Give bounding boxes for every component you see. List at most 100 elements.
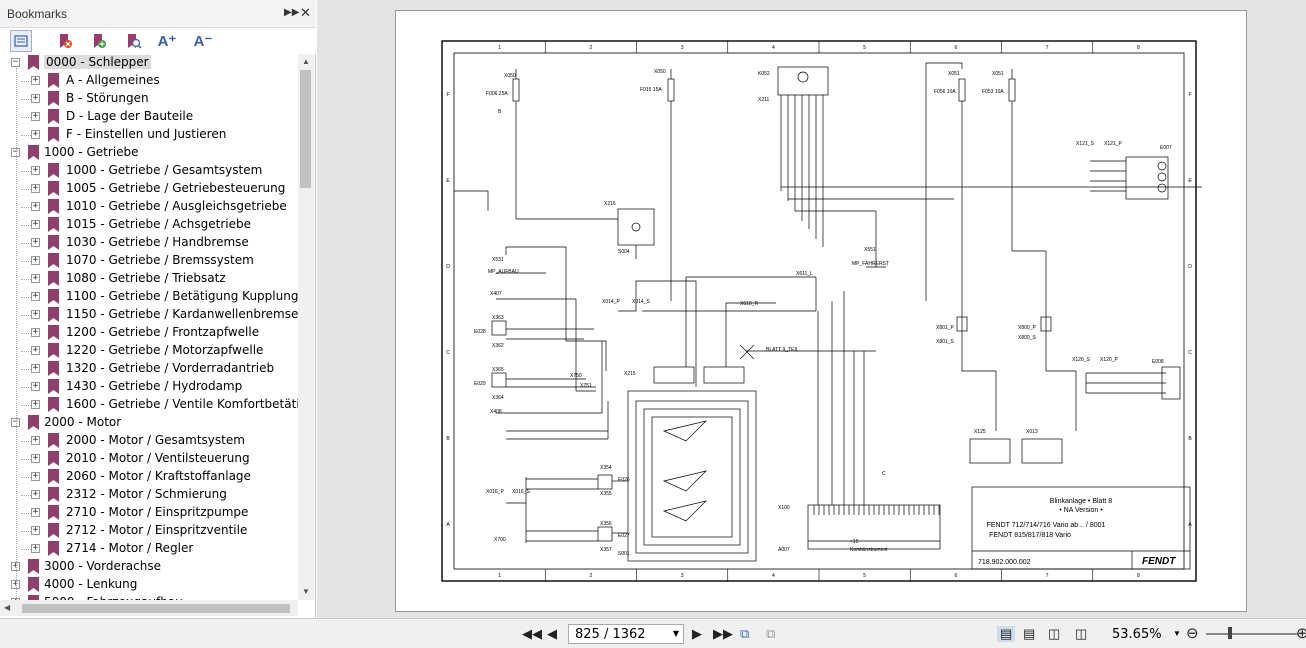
bookmark-item[interactable]: +1030 - Getriebe / Handbremse: [0, 234, 298, 252]
bookmark-item[interactable]: +2710 - Motor / Einspritzpumpe: [0, 504, 298, 522]
next-page-icon[interactable]: ▶: [692, 626, 702, 641]
bookmark-item[interactable]: +1010 - Getriebe / Ausgleichsgetriebe: [0, 198, 298, 216]
continuous-facing-icon[interactable]: ◫: [1075, 626, 1088, 641]
bookmark-item[interactable]: +2714 - Motor / Regler: [0, 540, 298, 558]
previous-view-icon[interactable]: ⧉: [740, 626, 750, 641]
zoom-in-icon[interactable]: ⊕: [1296, 625, 1306, 642]
expand-icon[interactable]: +: [31, 165, 40, 175]
expand-icon[interactable]: +: [31, 201, 40, 211]
bookmark-item[interactable]: −2000 - Motor: [0, 414, 298, 432]
expand-icon[interactable]: +: [31, 237, 40, 247]
collapse-icon[interactable]: −: [11, 417, 20, 427]
bookmark-label: 1000 - Getriebe / Gesamtsystem: [66, 163, 263, 177]
expand-icon[interactable]: +: [31, 471, 40, 481]
bookmark-item[interactable]: −1000 - Getriebe: [0, 144, 298, 162]
bookmark-item[interactable]: +3000 - Vorderachse: [0, 558, 298, 576]
close-icon[interactable]: ✕: [300, 5, 311, 20]
bookmark-item[interactable]: +1000 - Getriebe / Gesamtsystem: [0, 162, 298, 180]
bookmark-item[interactable]: +1015 - Getriebe / Achsgetriebe: [0, 216, 298, 234]
expand-icon[interactable]: +: [31, 435, 40, 445]
expand-icon[interactable]: +: [31, 129, 40, 139]
horizontal-scroll-thumb[interactable]: [22, 604, 290, 613]
diagram-label: X800_S: [1018, 335, 1036, 341]
expand-icon[interactable]: +: [11, 598, 20, 600]
first-page-icon[interactable]: ◀◀: [522, 626, 542, 641]
expand-icon[interactable]: +: [31, 291, 40, 301]
expand-icon[interactable]: +: [31, 525, 40, 535]
zoom-slider[interactable]: [1206, 633, 1298, 635]
bookmark-item[interactable]: +2312 - Motor / Schmierung: [0, 486, 298, 504]
scroll-up-icon[interactable]: ▲: [302, 57, 310, 66]
bookmark-item[interactable]: +1080 - Getriebe / Triebsatz: [0, 270, 298, 288]
expand-icon[interactable]: +: [31, 309, 40, 319]
zoom-level[interactable]: 53.65%: [1112, 627, 1162, 642]
expand-icon[interactable]: +: [31, 255, 40, 265]
bookmark-options-icon[interactable]: [10, 30, 32, 52]
expand-icon[interactable]: +: [31, 381, 40, 391]
expand-icon[interactable]: +: [31, 111, 40, 121]
bookmark-item[interactable]: +1430 - Getriebe / Hydrodamp: [0, 378, 298, 396]
bookmark-item[interactable]: −0000 - Schlepper: [0, 54, 298, 72]
find-bookmark-icon[interactable]: [122, 30, 144, 52]
zoom-slider-thumb[interactable]: [1228, 627, 1232, 639]
expand-icon[interactable]: +: [31, 543, 40, 553]
expand-icon[interactable]: +: [31, 345, 40, 355]
expand-icon[interactable]: +: [31, 507, 40, 517]
add-bookmark-icon[interactable]: [88, 30, 110, 52]
horizontal-scrollbar[interactable]: ◀: [0, 600, 298, 616]
bookmark-item[interactable]: +4000 - Lenkung: [0, 576, 298, 594]
page-number-input[interactable]: 825 / 1362 ▼: [568, 624, 684, 644]
bookmark-item[interactable]: +1005 - Getriebe / Getriebesteuerung: [0, 180, 298, 198]
font-increase-button[interactable]: A⁺: [156, 30, 178, 52]
double-chevron-right-icon[interactable]: ▶▶: [284, 7, 300, 18]
expand-icon[interactable]: +: [31, 399, 40, 409]
vertical-scrollbar[interactable]: ▲ ▼: [298, 54, 314, 600]
bookmark-item[interactable]: +D - Lage der Bauteile: [0, 108, 298, 126]
scroll-down-icon[interactable]: ▼: [302, 587, 310, 596]
bookmark-item[interactable]: +1220 - Getriebe / Motorzapfwelle: [0, 342, 298, 360]
collapse-icon[interactable]: −: [11, 57, 20, 67]
single-page-icon[interactable]: ▤: [997, 626, 1016, 642]
bookmark-item[interactable]: +1070 - Getriebe / Bremssystem: [0, 252, 298, 270]
scroll-left-icon[interactable]: ◀: [4, 603, 11, 612]
collapse-icon[interactable]: −: [11, 147, 20, 157]
chevron-down-icon[interactable]: ▼: [672, 629, 679, 638]
expand-icon[interactable]: +: [31, 219, 40, 229]
chevron-down-icon[interactable]: ▼: [1173, 629, 1181, 638]
bookmark-item[interactable]: +2060 - Motor / Kraftstoffanlage: [0, 468, 298, 486]
bookmark-item[interactable]: +F - Einstellen und Justieren: [0, 126, 298, 144]
expand-icon[interactable]: +: [31, 75, 40, 85]
bookmark-item[interactable]: +1320 - Getriebe / Vorderradantrieb: [0, 360, 298, 378]
bookmark-item[interactable]: +1100 - Getriebe / Betätigung Kupplung: [0, 288, 298, 306]
previous-page-icon[interactable]: ◀: [547, 626, 557, 641]
bookmark-item[interactable]: +2000 - Motor / Gesamtsystem: [0, 432, 298, 450]
expand-icon[interactable]: +: [31, 363, 40, 373]
vertical-scroll-thumb[interactable]: [300, 70, 311, 188]
facing-pages-icon[interactable]: ◫: [1048, 626, 1061, 641]
bookmark-item[interactable]: +1600 - Getriebe / Ventile Komfortbetäti…: [0, 396, 298, 414]
zoom-out-icon[interactable]: ⊖: [1186, 625, 1199, 642]
bookmark-item[interactable]: +1200 - Getriebe / Frontzapfwelle: [0, 324, 298, 342]
expand-icon[interactable]: +: [11, 561, 20, 571]
tree-connector: [21, 99, 31, 100]
expand-icon[interactable]: +: [11, 579, 20, 589]
bookmark-item[interactable]: +2712 - Motor / Einspritzventile: [0, 522, 298, 540]
last-page-icon[interactable]: ▶▶: [713, 626, 733, 641]
bookmark-item[interactable]: +A - Allgemeines: [0, 72, 298, 90]
diagram-label: X014_S: [632, 299, 650, 305]
bookmark-item[interactable]: +B - Störungen: [0, 90, 298, 108]
font-decrease-button[interactable]: A⁻: [192, 30, 214, 52]
delete-bookmark-icon[interactable]: [54, 30, 76, 52]
continuous-page-icon[interactable]: ▤: [1023, 626, 1036, 641]
expand-icon[interactable]: +: [31, 93, 40, 103]
bookmark-item[interactable]: +5000 - Fahrzeugaufbau: [0, 594, 298, 600]
bookmark-item[interactable]: +1150 - Getriebe / Kardanwellenbremse: [0, 306, 298, 324]
expand-icon[interactable]: +: [31, 273, 40, 283]
bookmark-item[interactable]: +2010 - Motor / Ventilsteuerung: [0, 450, 298, 468]
expand-icon[interactable]: +: [31, 327, 40, 337]
next-view-icon[interactable]: ⧉: [766, 626, 776, 641]
expand-icon[interactable]: +: [31, 183, 40, 193]
expand-icon[interactable]: +: [31, 489, 40, 499]
expand-icon[interactable]: +: [31, 453, 40, 463]
